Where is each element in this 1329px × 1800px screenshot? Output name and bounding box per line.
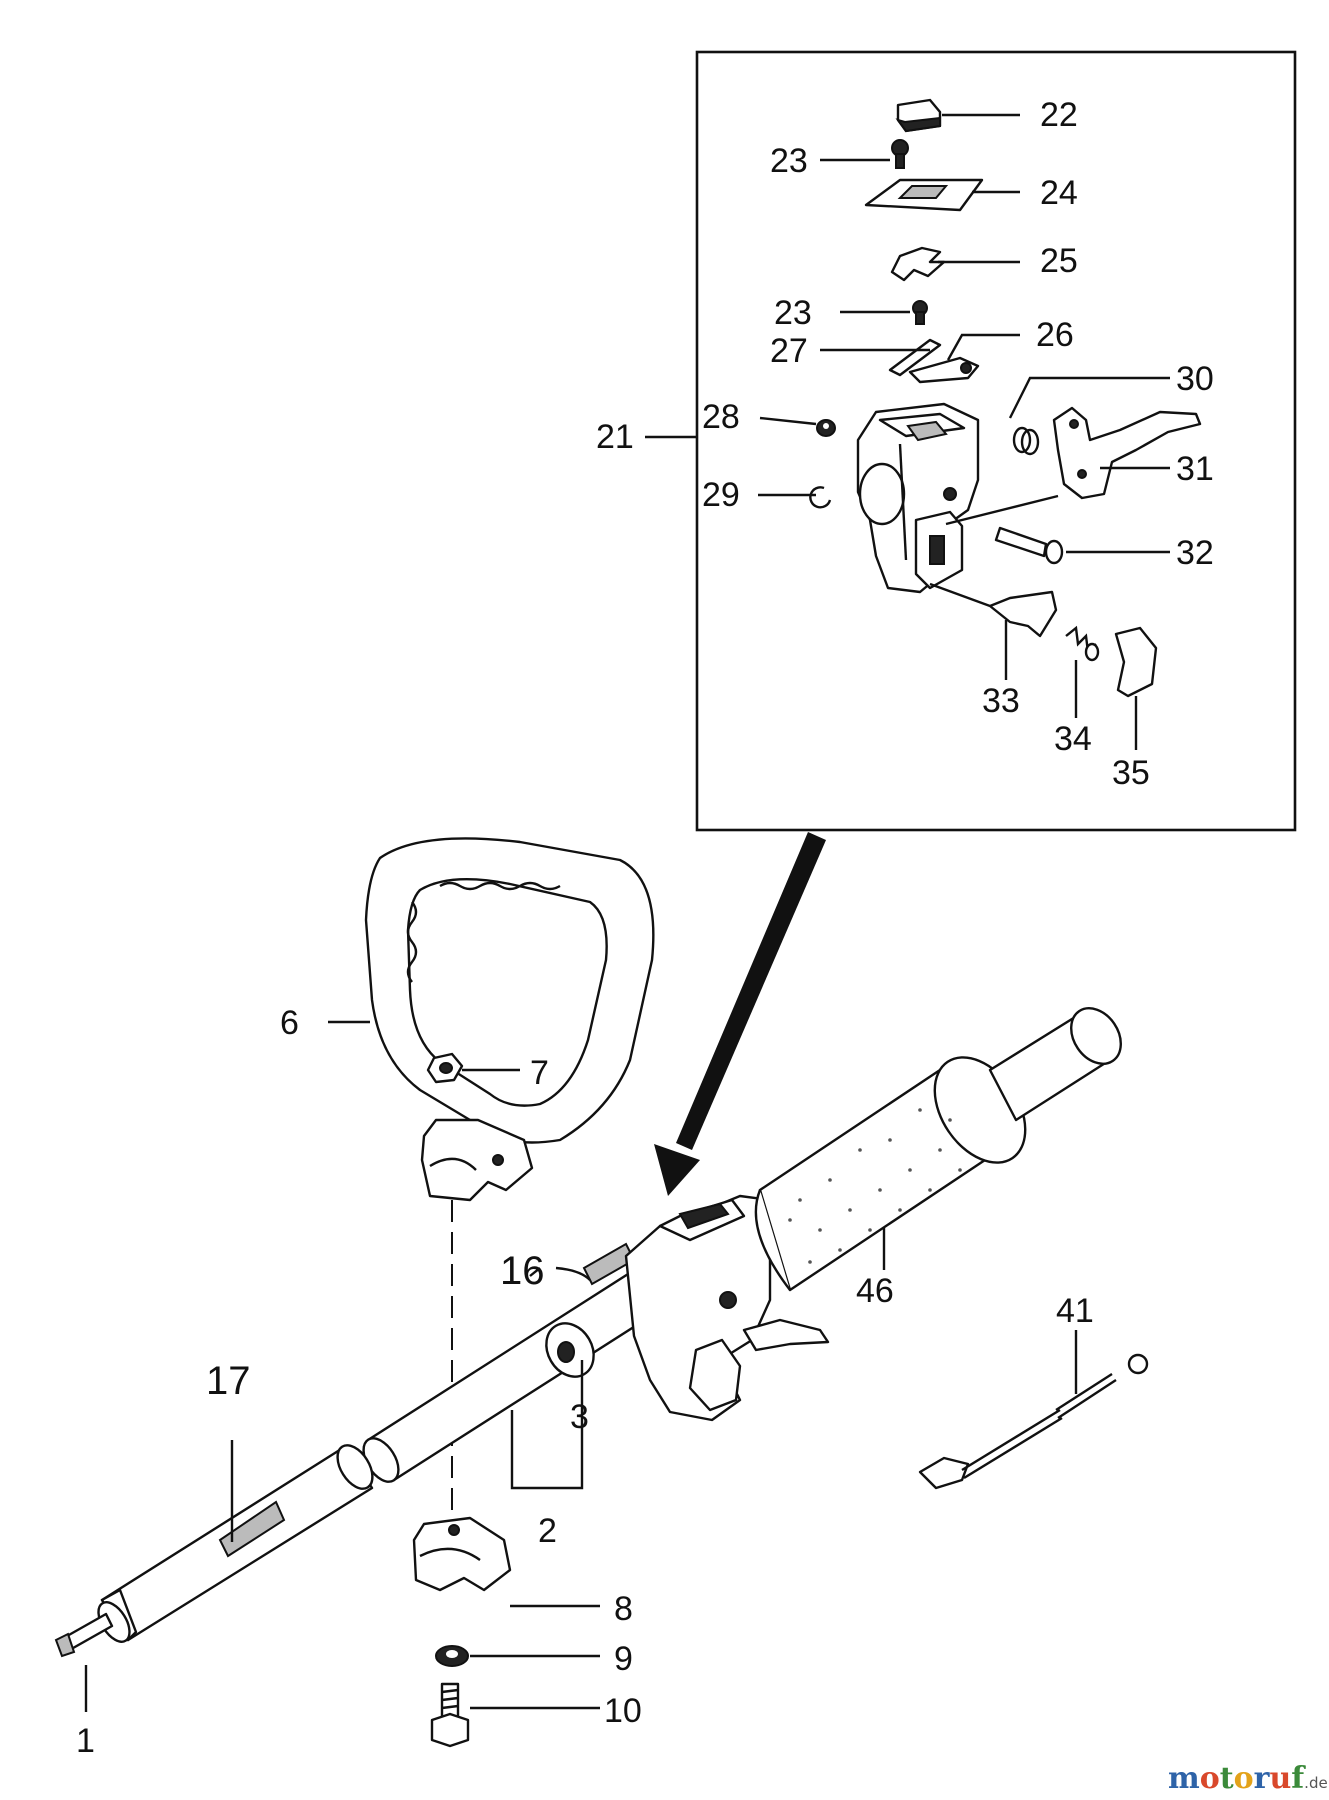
label-10: 10 <box>604 1692 642 1730</box>
label-33: 33 <box>982 682 1020 720</box>
part-23-screw-lower <box>840 300 928 325</box>
label-46: 46 <box>856 1272 894 1310</box>
label-26: 26 <box>1036 316 1074 354</box>
label-2: 2 <box>538 1512 557 1550</box>
label-21: 21 <box>596 418 634 456</box>
part-32-bolt <box>945 494 1170 565</box>
part-35-cover <box>1114 626 1158 750</box>
label-32: 32 <box>1176 534 1214 572</box>
leader-lines <box>84 1020 591 1712</box>
label-23-lower: 23 <box>774 294 812 332</box>
part-6-loop-handle <box>364 837 655 1144</box>
label-22: 22 <box>1040 96 1078 134</box>
label-27: 27 <box>770 332 808 370</box>
part-30-return-spring <box>1008 376 1170 456</box>
part-31-throttle-lever <box>1052 406 1202 500</box>
label-3: 3 <box>570 1398 589 1436</box>
label-7: 7 <box>530 1054 549 1092</box>
part-29-clip <box>758 486 832 509</box>
part-10-bolt <box>430 1682 600 1748</box>
watermark-logo: motoruf.de <box>1168 1761 1328 1796</box>
label-24: 24 <box>1040 174 1078 212</box>
part-26-terminal <box>908 333 1020 384</box>
label-16: 16 <box>500 1249 545 1293</box>
label-25: 25 <box>1040 242 1078 280</box>
label-1: 1 <box>76 1722 95 1760</box>
part-8-lower-clamp <box>412 1516 600 1608</box>
part-46-grip <box>754 1007 1122 1292</box>
label-30: 30 <box>1176 360 1214 398</box>
part-41-cable <box>918 1330 1149 1490</box>
part-21-throttle-housing <box>856 402 980 594</box>
part-33-switch-pin <box>929 582 1058 680</box>
detail-inset-frame <box>695 50 1297 832</box>
label-6: 6 <box>280 1004 299 1042</box>
label-34: 34 <box>1054 720 1092 758</box>
label-17: 17 <box>206 1359 251 1403</box>
part-7-nut <box>426 1052 520 1084</box>
part-22-switch-cap <box>895 98 1020 133</box>
main-drive-tube <box>54 1258 678 1658</box>
throttle-housing-assembly <box>624 1194 830 1422</box>
label-23-upper: 23 <box>770 142 808 180</box>
part-23-screw-upper <box>820 139 909 169</box>
part-9-washer <box>435 1645 600 1667</box>
watermark-brand: motoruf.de <box>1168 1761 1328 1796</box>
detail-pointer-arrow <box>654 832 826 1196</box>
label-31: 31 <box>1176 450 1214 488</box>
handle-clamp-upper <box>420 1118 534 1202</box>
label-35: 35 <box>1112 754 1150 792</box>
part-24-switch-plate <box>864 178 1020 212</box>
label-9: 9 <box>614 1640 633 1678</box>
label-41: 41 <box>1056 1292 1094 1330</box>
part-27-contact-plate <box>820 338 942 377</box>
label-28: 28 <box>702 398 740 436</box>
part-34-spring <box>1065 625 1100 718</box>
part-25-contact-spring <box>890 246 1020 282</box>
part-28-nut <box>759 416 836 437</box>
label-8: 8 <box>614 1590 633 1628</box>
label-29: 29 <box>702 476 740 514</box>
